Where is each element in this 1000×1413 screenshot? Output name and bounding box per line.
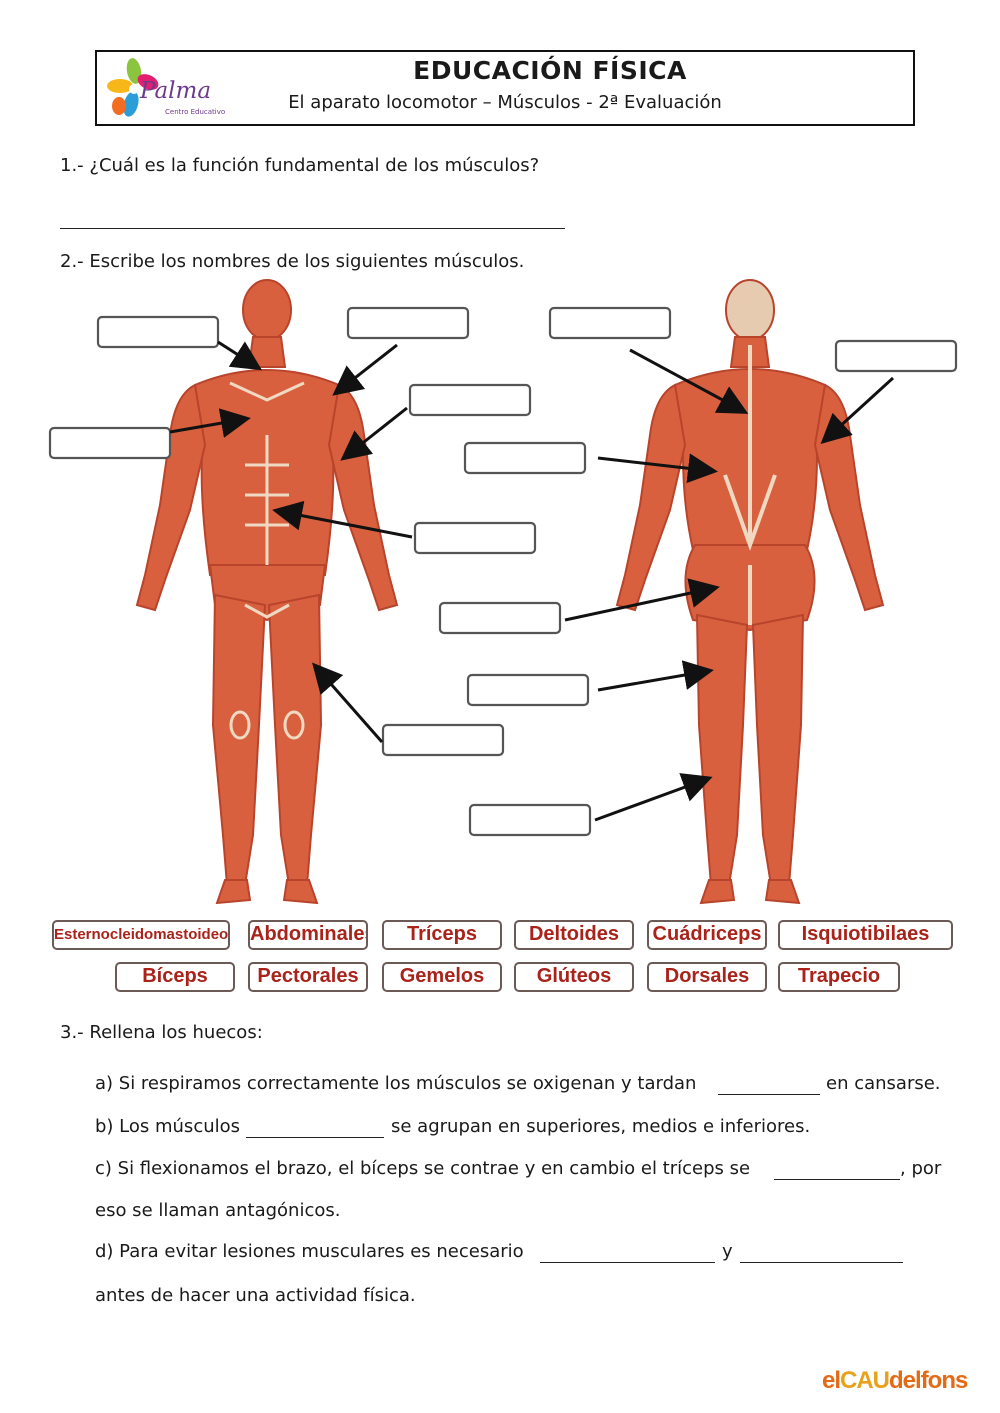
answer-box xyxy=(413,521,537,555)
watermark-part: el xyxy=(822,1367,841,1394)
answer-box xyxy=(408,383,532,417)
page-subtitle: El aparato locomotor – Músculos - 2ª Eva… xyxy=(288,92,722,113)
answer-box xyxy=(48,426,172,460)
fill-in-c-continuation: eso se llaman antagónicos. xyxy=(95,1200,341,1221)
word-bank-label[interactable]: Deltoides xyxy=(514,920,634,950)
fill-in-b-end: se agrupan en superiores, medios e infer… xyxy=(391,1116,811,1137)
word-bank-label[interactable]: Trapecio xyxy=(778,962,900,992)
fill-in-c-end: , por xyxy=(900,1158,942,1179)
question-2: 2.- Escribe los nombres de los siguiente… xyxy=(60,251,525,272)
question-1: 1.- ¿Cuál es la función fundamental de l… xyxy=(60,155,540,176)
word-bank-label[interactable]: Dorsales xyxy=(647,962,767,992)
muscle-diagram: Esternocleidomastoideo Abdominales Tríce… xyxy=(45,275,965,1000)
answer-box xyxy=(834,339,958,373)
word-bank-label[interactable]: Isquiotibilaes xyxy=(778,920,953,950)
school-logo xyxy=(104,54,234,124)
answer-box xyxy=(468,803,592,837)
header-box xyxy=(95,50,915,126)
answer-box xyxy=(381,723,505,757)
watermark-logo: elCAUdelfons xyxy=(822,1367,968,1395)
blank-a[interactable] xyxy=(718,1094,820,1095)
answer-box xyxy=(346,306,470,340)
answer-box xyxy=(548,306,672,340)
front-body-figure xyxy=(135,279,399,905)
answer-box xyxy=(466,673,590,707)
blank-d-1[interactable] xyxy=(540,1262,715,1263)
fill-in-a-text: a) Si respiramos correctamente los múscu… xyxy=(95,1073,697,1094)
blank-c[interactable] xyxy=(774,1179,900,1180)
answer-box xyxy=(463,441,587,475)
word-bank-label[interactable]: Tríceps xyxy=(382,920,502,950)
word-bank-label[interactable]: Abdominales xyxy=(248,920,368,950)
fill-in-c-text: c) Si flexionamos el brazo, el bíceps se… xyxy=(95,1158,751,1179)
fill-in-d-text: d) Para evitar lesiones musculares es ne… xyxy=(95,1241,524,1262)
word-bank-label[interactable]: Pectorales xyxy=(248,962,368,992)
answer-box xyxy=(438,601,562,635)
word-bank-label[interactable]: Cuádriceps xyxy=(647,920,767,950)
blank-d-2[interactable] xyxy=(740,1262,903,1263)
fill-in-d-continuation: antes de hacer una actividad física. xyxy=(95,1285,416,1306)
word-bank-label[interactable]: Esternocleidomastoideo xyxy=(52,920,230,950)
logo-text: Palma xyxy=(140,78,212,104)
blank-b[interactable] xyxy=(246,1137,384,1138)
watermark-part: CAU xyxy=(840,1367,890,1394)
watermark-part: delfons xyxy=(889,1367,968,1394)
word-bank-label[interactable]: Bíceps xyxy=(115,962,235,992)
question-3: 3.- Rellena los huecos: xyxy=(60,1022,263,1043)
page-title: EDUCACIÓN FÍSICA xyxy=(413,56,687,85)
fill-in-d-mid: y xyxy=(722,1241,733,1262)
word-bank-label[interactable]: Glúteos xyxy=(514,962,634,992)
fill-in-a-end: en cansarse. xyxy=(826,1073,941,1094)
fill-in-b-text: b) Los músculos xyxy=(95,1116,241,1137)
logo-subtext: Centro Educativo xyxy=(165,108,226,116)
answer-line-1[interactable] xyxy=(60,228,565,229)
answer-box xyxy=(96,315,220,349)
word-bank-label[interactable]: Gemelos xyxy=(382,962,502,992)
